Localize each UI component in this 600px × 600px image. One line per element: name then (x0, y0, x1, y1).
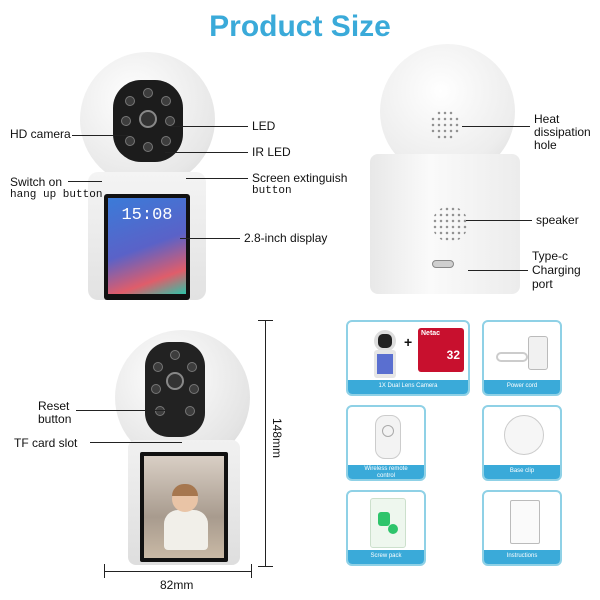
led-dot-icon (161, 136, 171, 146)
label-screen-extinguish: Screen extinguish (252, 171, 348, 185)
heat-dissipation-grill-icon (430, 110, 460, 140)
led-dot-icon (125, 96, 135, 106)
camera-side-view (110, 330, 250, 565)
screw-pack-icon (348, 492, 424, 554)
leader-line (462, 126, 530, 127)
accessory-caption: Power cord (484, 380, 560, 394)
leader-line (170, 126, 248, 127)
label-reset-button: button (38, 412, 72, 426)
led-dot-icon (125, 136, 135, 146)
plus-icon: + (404, 334, 413, 350)
led-dot-icon (121, 116, 131, 126)
led-dot-icon (170, 350, 180, 360)
camera-front-view: 15:08 (80, 52, 215, 300)
lens-plate (145, 342, 205, 437)
dimension-tick (258, 320, 273, 321)
leader-line (72, 135, 128, 136)
label-hd-camera: HD camera (10, 127, 71, 141)
height-dimension-line (265, 320, 266, 567)
accessory-base-clip: Base clip (482, 405, 562, 481)
label-dissipation: dissipation (534, 125, 591, 139)
led-dot-icon (185, 406, 195, 416)
camera-back-view (370, 44, 520, 294)
label-hole: hole (534, 138, 557, 152)
led-dot-icon (153, 362, 163, 372)
dimension-tick (258, 566, 273, 567)
label-display: 2.8-inch display (244, 231, 328, 245)
caption-line: Wireless remote (364, 466, 408, 472)
accessory-power-cord: Power cord (482, 320, 562, 396)
leader-line (468, 270, 528, 271)
leader-line (186, 178, 248, 179)
label-led: LED (252, 119, 276, 133)
hd-lens-icon (139, 110, 157, 128)
dimension-tick (104, 564, 105, 578)
camera-screen: 15:08 (104, 194, 190, 300)
led-dot-icon (155, 406, 165, 416)
label-width: 82mm (160, 578, 194, 592)
hd-lens-icon (166, 372, 184, 390)
label-charging: Charging (532, 263, 581, 277)
led-dot-icon (151, 384, 161, 394)
label-port: port (532, 277, 553, 291)
accessory-art (348, 322, 468, 384)
label-reset: Reset (38, 399, 70, 413)
leader-line (165, 152, 248, 153)
screen-clock: 15:08 (121, 206, 173, 225)
tf-card-size: 32 (446, 348, 460, 362)
accessory-screw-pack: Screw pack (346, 490, 426, 566)
led-dot-icon (165, 116, 175, 126)
remote-icon (348, 407, 424, 469)
power-cord-icon (484, 322, 560, 384)
label-speaker: speaker (536, 213, 579, 227)
speaker-grill-icon (432, 206, 468, 242)
label-ir-led: IR LED (252, 145, 291, 159)
lens-plate (113, 80, 183, 162)
type-c-port-icon (432, 260, 454, 268)
photo-child-hair (172, 484, 198, 496)
label-switch-on: Switch on (10, 175, 63, 189)
caption-line: control (376, 473, 395, 479)
label-heat: Heat (534, 112, 560, 126)
accessory-instructions: Instructions (482, 490, 562, 566)
leader-line (180, 238, 240, 239)
label-screen-extinguish-button: button (252, 185, 292, 197)
tf-card-brand: Netac (421, 330, 441, 337)
led-dot-icon (143, 88, 153, 98)
label-height: 148mm (270, 418, 284, 459)
led-dot-icon (189, 384, 199, 394)
dimension-tick (251, 564, 252, 578)
label-tf-card: TF card slot (14, 436, 78, 450)
label-hang-up: hang up button (10, 189, 103, 201)
width-dimension-line (104, 571, 252, 572)
page-title: Product Size (209, 10, 391, 43)
camera-screen (140, 452, 228, 562)
leader-line (68, 181, 102, 182)
photo-child-body (164, 510, 208, 550)
led-dot-icon (187, 362, 197, 372)
led-dot-icon (161, 96, 171, 106)
accessory-caption: Base clip (484, 465, 560, 479)
label-type-c: Type-c (532, 249, 569, 263)
leader-line (76, 410, 166, 411)
tf-card-icon: Netac 32 (418, 328, 464, 372)
accessory-caption: Instructions (484, 550, 560, 564)
accessory-caption: 1X Dual Lens Camera (348, 380, 468, 394)
leader-line (466, 220, 532, 221)
led-dot-icon (143, 142, 153, 152)
screen-display: 15:08 (108, 198, 186, 294)
accessory-remote: Wireless remote control (346, 405, 426, 481)
base-clip-icon (484, 407, 560, 469)
leader-line (90, 442, 182, 443)
screen-photo (144, 456, 224, 558)
instructions-icon (484, 492, 560, 554)
accessory-caption: Wireless remote control (348, 465, 424, 479)
accessory-caption: Screw pack (348, 550, 424, 564)
